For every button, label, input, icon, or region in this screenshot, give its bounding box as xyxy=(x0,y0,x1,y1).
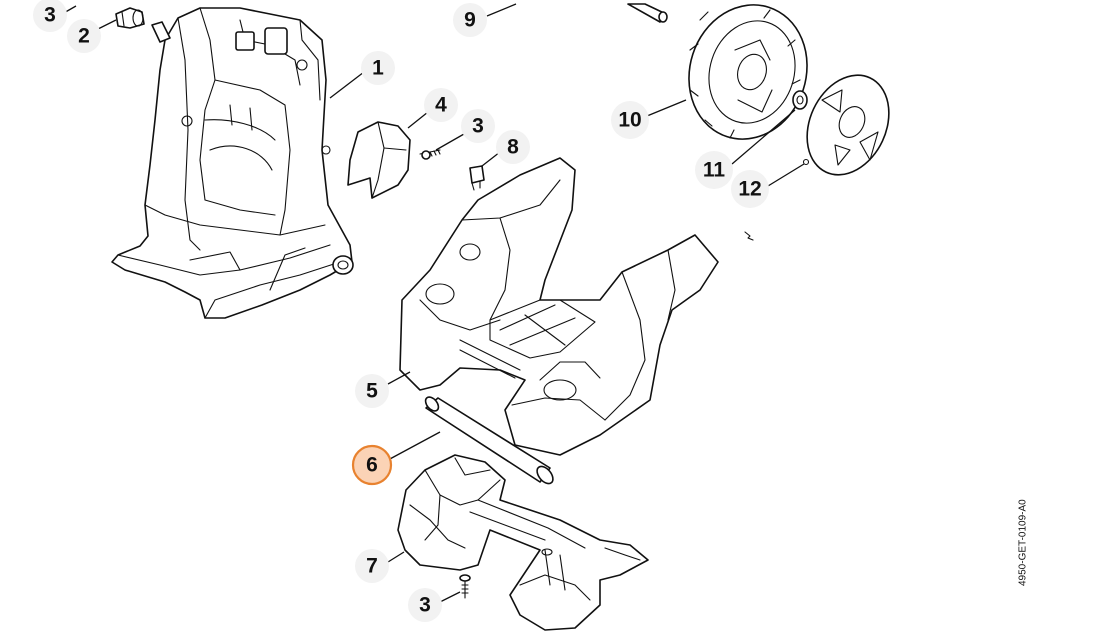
leader-line-10 xyxy=(646,99,687,117)
part-lower-frame-illustration xyxy=(399,157,719,456)
part-wheel-illustration xyxy=(688,4,808,140)
callout-4[interactable]: 4 xyxy=(424,88,458,122)
callout-label: 11 xyxy=(703,159,726,182)
leader-line-3-mid xyxy=(435,133,465,151)
leader-line-1 xyxy=(329,71,365,99)
part-screw-lower-illustration xyxy=(459,574,471,599)
callout-label: 12 xyxy=(738,178,761,201)
callout-10[interactable]: 10 xyxy=(611,101,649,139)
leader-line-8 xyxy=(481,151,501,167)
part-washer-illustration xyxy=(792,90,808,110)
leader-line-4 xyxy=(407,111,429,129)
callout-6-highlighted[interactable]: 6 xyxy=(351,444,393,486)
callout-label: 8 xyxy=(507,136,519,159)
callout-label: 3 xyxy=(419,594,431,617)
callout-label: 6 xyxy=(366,454,378,477)
part-base-illustration xyxy=(397,454,649,631)
part-knob-illustration xyxy=(115,7,145,29)
part-tube-illustration xyxy=(424,396,554,485)
callout-label: 9 xyxy=(464,9,476,32)
callout-label: 4 xyxy=(435,94,447,117)
part-housing-illustration xyxy=(111,7,354,319)
part-rod-illustration xyxy=(627,3,668,23)
part-hubcap-illustration xyxy=(802,74,890,176)
part-screw-upper-illustration xyxy=(419,149,441,160)
callout-12[interactable]: 12 xyxy=(731,170,769,208)
callout-label: 5 xyxy=(366,380,378,403)
part-pin-illustration xyxy=(744,231,754,241)
leader-line-11 xyxy=(731,109,796,165)
callout-label: 10 xyxy=(618,109,641,132)
diagram-code: 4950-GET-0109-A0 xyxy=(1018,499,1029,586)
leader-line-6 xyxy=(387,431,441,461)
callout-2[interactable]: 2 xyxy=(67,19,101,53)
callout-9[interactable]: 9 xyxy=(453,3,487,37)
callout-3-mid[interactable]: 3 xyxy=(461,109,495,143)
leader-line-9 xyxy=(486,3,517,17)
callout-3-bottom[interactable]: 3 xyxy=(408,588,442,622)
callout-11[interactable]: 11 xyxy=(695,151,733,189)
leader-line-2 xyxy=(95,19,117,31)
leader-line-7 xyxy=(387,551,405,563)
callout-5[interactable]: 5 xyxy=(355,374,389,408)
callout-7[interactable]: 7 xyxy=(355,549,389,583)
part-clip-illustration xyxy=(469,165,485,191)
leader-lines xyxy=(61,3,805,603)
callout-1[interactable]: 1 xyxy=(361,51,395,85)
callout-label: 7 xyxy=(366,555,378,578)
callout-label: 1 xyxy=(372,57,384,80)
leader-line-5 xyxy=(387,371,411,385)
callout-3-top[interactable]: 3 xyxy=(33,0,67,32)
callout-8[interactable]: 8 xyxy=(496,130,530,164)
leader-line-12 xyxy=(767,163,805,187)
callout-label: 3 xyxy=(472,115,484,138)
leader-line-3-bottom xyxy=(439,591,461,603)
part-cover-illustration xyxy=(347,121,411,199)
callout-label: 2 xyxy=(78,25,90,48)
callout-label: 3 xyxy=(44,4,56,27)
